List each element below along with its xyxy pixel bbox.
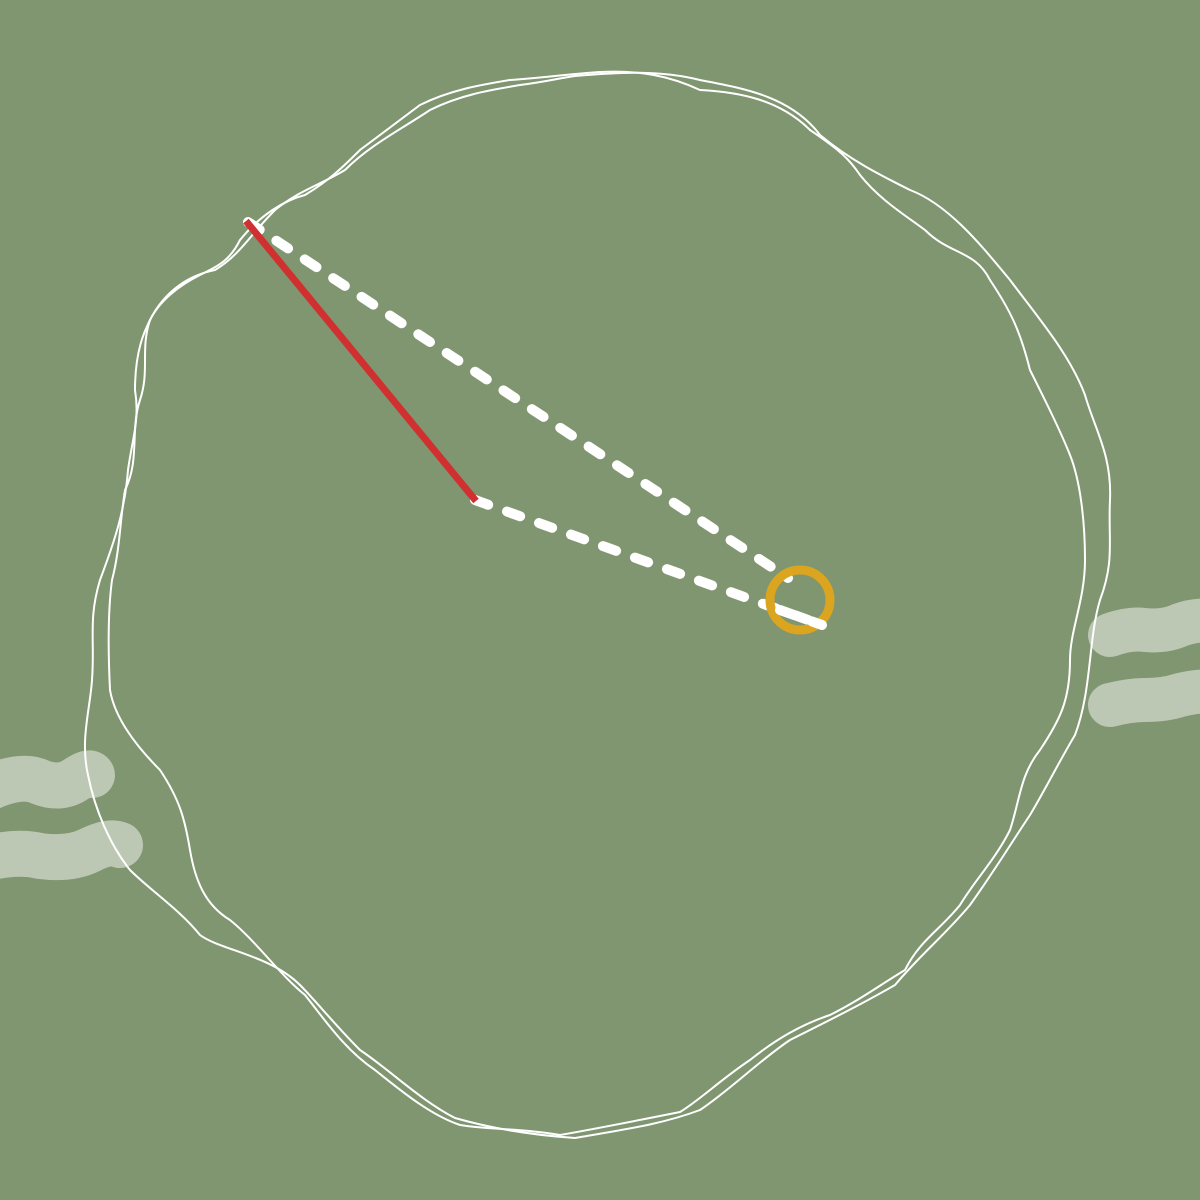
left-rope-lower (0, 820, 143, 881)
dashed-chord-overlay (775, 605, 827, 630)
radius-segment (243, 218, 479, 504)
right-rope-lower (1088, 669, 1200, 727)
outer-boundary (83, 71, 1112, 1140)
target-ring (765, 565, 835, 635)
right-ropes (1088, 598, 1200, 727)
dashed-chords (243, 217, 827, 630)
dashed-chord-from-center (470, 495, 827, 630)
inner-boundary (107, 70, 1087, 1137)
dashed-chord-from-edge (243, 217, 793, 583)
right-rope-upper (1088, 598, 1200, 657)
left-ropes (0, 750, 143, 881)
left-rope-upper (0, 750, 115, 809)
